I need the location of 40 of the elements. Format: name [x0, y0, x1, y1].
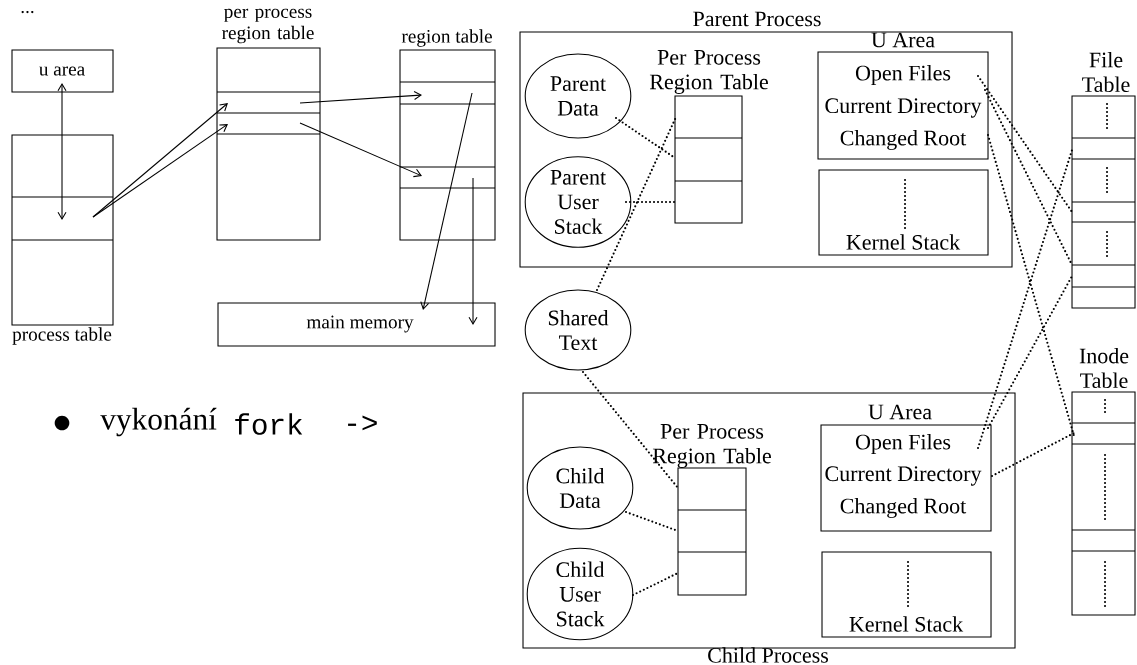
- connector-line: [986, 133, 1076, 438]
- memory-box: main memory: [217, 302, 496, 347]
- table-heading: Per Process Region Table: [652, 424, 771, 468]
- connector-line: [624, 200, 677, 204]
- table-heading: per process region table: [222, 8, 314, 44]
- table-heading: Inode Table: [1079, 347, 1129, 389]
- connector-line: [990, 431, 1076, 478]
- arrow: [420, 92, 473, 310]
- arrow: [299, 122, 422, 178]
- kernel-stack-box: Kernel Stack: [818, 169, 989, 256]
- connector-line: [595, 115, 678, 292]
- code-text: ->: [348, 415, 377, 431]
- kernel-stack-box: Kernel Stack: [821, 551, 992, 638]
- table-heading: Per Process Region Table: [649, 50, 768, 94]
- field-label: Open Files: [855, 434, 951, 454]
- arrow: [57, 83, 67, 220]
- field-label: Changed Root: [840, 130, 967, 150]
- box-heading: U Area: [871, 32, 935, 48]
- bullet-text: vykonání: [100, 407, 217, 437]
- u-area-box: u area: [11, 49, 114, 93]
- connector-line: [631, 571, 680, 597]
- connector-line: [976, 148, 1074, 450]
- arrow: [468, 177, 478, 325]
- connector-line: [581, 370, 680, 490]
- field-label: Changed Root: [840, 498, 967, 518]
- field-label: Current Directory: [825, 466, 982, 486]
- connector-line: [986, 274, 1074, 430]
- process-heading: Child Process: [708, 647, 828, 663]
- box-heading: U Area: [868, 404, 932, 420]
- ellipsis-text: ...: [21, 10, 34, 14]
- table-heading: region table: [401, 29, 492, 47]
- table-heading: File Table: [1082, 51, 1130, 93]
- table-caption: process table: [12, 327, 112, 345]
- arrow: [92, 124, 228, 218]
- field-label: Open Files: [855, 65, 951, 85]
- field-label: Current Directory: [825, 98, 982, 118]
- connector-line: [976, 74, 1074, 214]
- code-text: fork: [235, 413, 303, 435]
- arrow: [299, 91, 422, 104]
- process-heading: Parent Process: [693, 11, 821, 27]
